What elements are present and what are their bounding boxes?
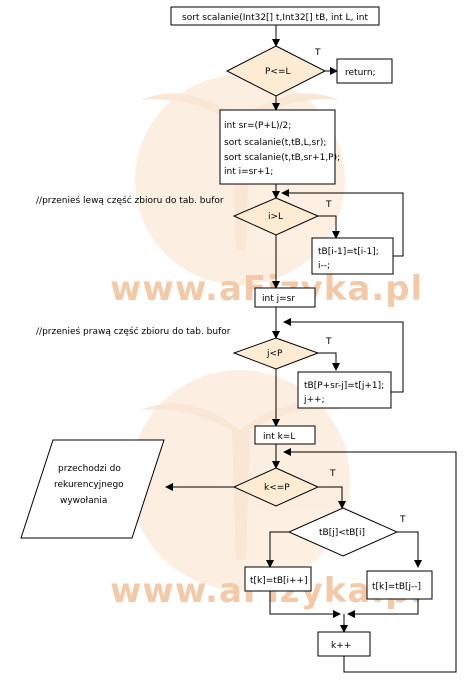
left-block-line-1: tB[i-1]=t[i-1]; — [318, 247, 379, 257]
edge-leftblock-loopback — [281, 189, 404, 257]
node-assign-i-label: t[k]=tB[i++] — [250, 576, 308, 586]
node-start-label: sort scalanie(Int32[] t,Int32[] tB, int … — [182, 13, 369, 23]
right-block-line-1: tB[P+sr-j]=t[j+1]; — [304, 381, 384, 391]
label-true-4: T — [329, 469, 336, 479]
node-cond-k-le-p-label: k<=P — [264, 483, 290, 493]
edge-cond5-assigni — [266, 531, 289, 568]
node-cond-k-le-p — [232, 467, 320, 507]
edge-rightblock-loopback — [283, 318, 404, 393]
node-start — [170, 6, 380, 26]
node-int-k — [254, 425, 316, 445]
init-line-3: sort scalanie(t,tB,sr+1,P); — [224, 153, 340, 163]
edge-assignj-join — [347, 599, 419, 618]
io-line-2: rekurencyjnego — [54, 480, 124, 490]
node-k-increment-label: k++ — [331, 641, 351, 651]
label-true-1: T — [314, 48, 321, 58]
right-block-line-2: j++; — [303, 395, 325, 405]
node-assign-j-label: t[k]=tB[j--] — [372, 582, 421, 592]
node-cond-j-lt-p — [232, 337, 320, 370]
node-int-k-label: int k=L — [263, 432, 295, 442]
node-cond-i-gt-l — [232, 197, 320, 236]
io-line-3: wywołania — [60, 496, 107, 506]
node-cond-i-gt-l-label: i>L — [268, 212, 283, 222]
label-true-2: T — [325, 200, 332, 210]
left-block-line-2: i--; — [318, 261, 330, 271]
node-cond-compare — [287, 507, 399, 557]
node-cond-j-lt-p-label: j<P — [266, 349, 283, 359]
node-assign-i — [244, 566, 312, 592]
node-k-increment — [317, 631, 371, 657]
node-right-block — [297, 371, 392, 409]
edge-cond3-rightblock — [318, 352, 340, 371]
node-cond-p-le-l-label: P<=L — [265, 67, 291, 77]
node-return-label: return; — [345, 68, 376, 78]
edge-kinc-loopback — [283, 448, 457, 673]
edge-cond4-cond5 — [318, 486, 346, 509]
label-true-5: T — [399, 515, 406, 525]
edge-assigni-join — [269, 591, 341, 618]
label-true-3: T — [325, 337, 332, 347]
watermark-palm-leaves-top — [140, 93, 340, 125]
node-io-recursion — [20, 439, 165, 539]
node-int-j-label: int j=sr — [262, 294, 295, 304]
node-int-j — [254, 287, 316, 308]
comment-right: //przenieś prawą część zbioru do tab. bu… — [36, 326, 231, 337]
io-line-1: przechodzi do — [58, 464, 121, 474]
node-assign-j — [366, 570, 433, 600]
init-line-2: sort scalanie(t,tB,L,sr); — [224, 138, 326, 148]
node-init-block — [219, 109, 336, 185]
node-cond-compare-label: tB[j]<tB[i] — [319, 528, 365, 538]
edge-cond5-assignj — [397, 531, 422, 568]
node-cond-p-le-l — [225, 45, 327, 97]
node-return — [336, 58, 393, 84]
watermark-palm-leaves-bottom — [140, 403, 340, 435]
node-left-block — [311, 237, 394, 275]
comment-left: //przenieś lewą część zbioru do tab. buf… — [36, 195, 224, 206]
edge-cond2-leftblock — [318, 215, 340, 239]
watermark-palm-trunk-bottom — [232, 430, 250, 560]
init-line-1: int sr=(P+L)/2; — [224, 121, 291, 131]
init-line-4: int i=sr+1; — [224, 167, 273, 177]
